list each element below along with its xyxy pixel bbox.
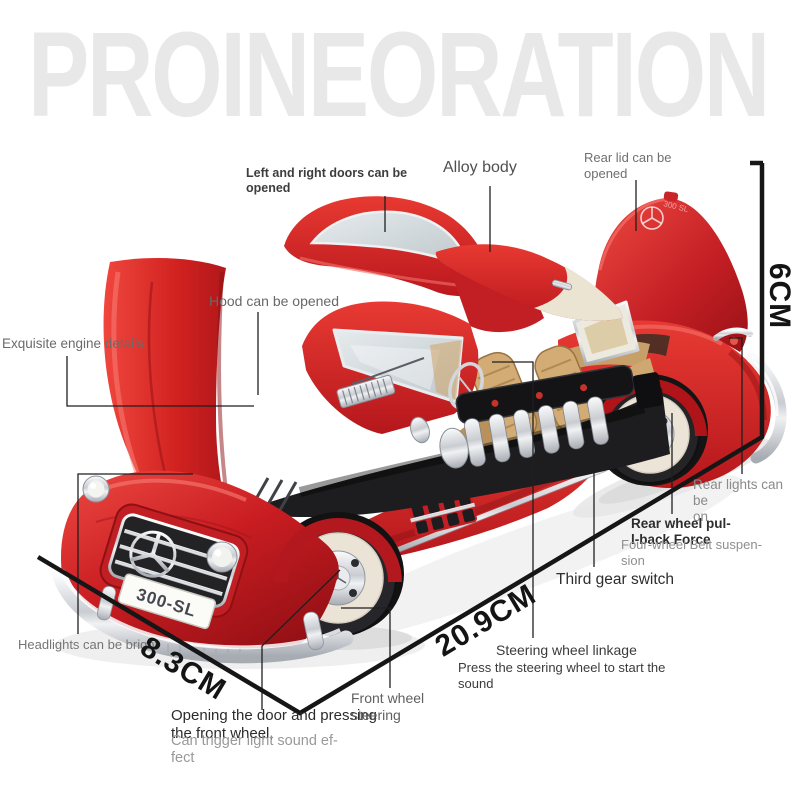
headlight-inner bbox=[206, 541, 238, 573]
dimension-lines bbox=[36, 160, 765, 716]
gullwing-door-right bbox=[435, 244, 623, 321]
label-rear-wheel-pullback: Rear wheel pul- l-back Force bbox=[631, 516, 731, 548]
label-hood: Hood can be opened bbox=[209, 293, 339, 309]
dimension-height: 6CM bbox=[763, 262, 796, 330]
rear-lid-star-icon bbox=[640, 206, 664, 230]
label-alloy-body: Alloy body bbox=[443, 159, 517, 176]
wiper bbox=[351, 357, 425, 385]
door-handle bbox=[551, 279, 573, 291]
label-third-gear: Third gear switch bbox=[556, 571, 675, 588]
engine-block bbox=[439, 364, 664, 469]
label-opening-door: Opening the door and pressing the front … bbox=[171, 707, 377, 742]
label-press-steering: Press the steering wheel to start the so… bbox=[458, 660, 666, 691]
watermark-text: PROINEORATION bbox=[28, 8, 770, 143]
label-front-wheel-steering: Front wheel steering bbox=[351, 690, 425, 723]
label-trigger-light: Can trigger light sound ef- fect bbox=[171, 733, 338, 767]
label-rear-lights: Rear lights can be on bbox=[693, 477, 784, 525]
headlight-outer bbox=[82, 475, 110, 503]
label-left-doors: Left and right doors can be opened bbox=[246, 166, 408, 195]
sill-trim bbox=[389, 465, 609, 556]
label-rear-lid: Rear lid can be opened bbox=[584, 150, 672, 181]
tail-light bbox=[713, 327, 753, 345]
gullwing-door-left bbox=[284, 196, 492, 297]
front-fender-lip bbox=[274, 518, 402, 582]
windshield bbox=[302, 301, 479, 434]
mercedes-star-icon bbox=[129, 530, 177, 578]
grille bbox=[99, 503, 249, 618]
front-bumper bbox=[52, 568, 354, 664]
label-four-wheel-suspension: Four-wheel Belt suspen- sion bbox=[621, 537, 762, 568]
engine-bay bbox=[240, 364, 670, 518]
label-steering-linkage: Steering wheel linkage bbox=[496, 642, 637, 658]
rear-bumper bbox=[746, 352, 787, 464]
cowl-vent bbox=[336, 374, 396, 409]
cowl-horn bbox=[410, 416, 430, 444]
label-engine: Exquisite engine details bbox=[2, 336, 144, 351]
label-headlights: Headlights can be bright bbox=[18, 637, 159, 652]
